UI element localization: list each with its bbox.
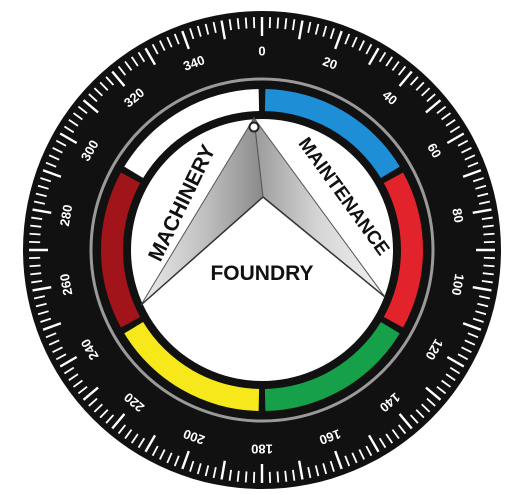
- minor-tick: [238, 471, 239, 482]
- minor-tick: [483, 226, 494, 227]
- minor-tick: [30, 273, 41, 274]
- minor-tick: [277, 18, 278, 29]
- minor-tick: [483, 273, 494, 274]
- minor-tick: [246, 18, 247, 29]
- scale-label: 0: [258, 44, 265, 59]
- minor-tick: [238, 18, 239, 29]
- minor-tick: [285, 471, 286, 482]
- minor-tick: [483, 265, 494, 266]
- minor-tick: [277, 471, 278, 482]
- scale-label: 180: [251, 442, 273, 457]
- minor-tick: [30, 265, 41, 266]
- minor-tick: [483, 234, 494, 235]
- pointer-pivot-icon: [250, 123, 259, 132]
- minor-tick: [285, 18, 286, 29]
- scale-label: 80: [449, 207, 466, 224]
- section-foundry: FOUNDRY: [210, 262, 313, 285]
- minor-tick: [246, 471, 247, 482]
- minor-tick: [30, 234, 41, 235]
- minor-tick: [30, 226, 41, 227]
